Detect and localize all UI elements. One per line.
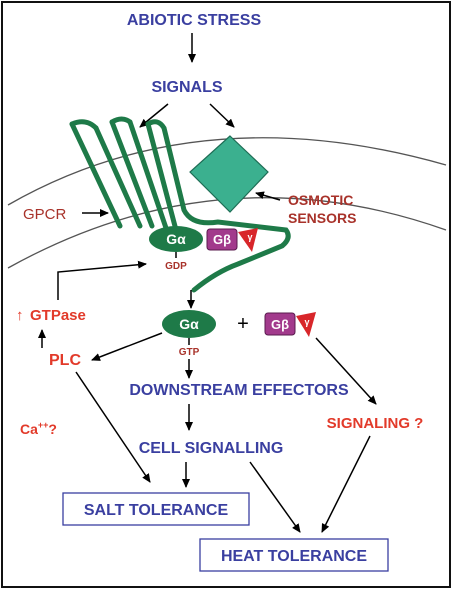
g-beta-free-label: Gβ — [271, 317, 289, 332]
salt-tolerance-label: SALT TOLERANCE — [84, 502, 229, 519]
gtpase-label: GTPase — [30, 307, 86, 324]
arrow-osmotic-label — [255, 191, 281, 201]
signaling-question-label: SIGNALING ? — [327, 415, 424, 432]
signals-label: SIGNALS — [151, 79, 222, 96]
g-alpha-free-icon — [162, 310, 216, 338]
osmotic-sensors-label-line2: SENSORS — [288, 210, 356, 226]
gpcr-receptor-icon — [69, 116, 291, 293]
calcium-label: Ca++? — [20, 420, 57, 437]
arrow-g-alpha-to-plc — [91, 332, 163, 361]
g-gamma-bound-label: γ — [247, 232, 252, 242]
arrow-signals-to-gpcr — [139, 103, 169, 128]
bound-g-protein-complex: Gα Gβ γ GDP — [149, 226, 258, 272]
gtpase-up-arrow-icon: ↑ — [16, 307, 24, 324]
heat-tolerance-label: HEAT TOLERANCE — [221, 548, 367, 565]
cell-signalling-label: CELL SIGNALLING — [139, 440, 284, 457]
arrow-signals-to-sensor — [209, 103, 235, 128]
gdp-label: GDP — [165, 261, 187, 272]
g-beta-bound-label: Gβ — [213, 232, 231, 247]
arrow-cell-signalling-to-heat — [249, 461, 301, 533]
g-gamma-free-label: γ — [304, 317, 309, 327]
arrow-plc-to-salt — [75, 371, 151, 483]
arrow-signaling-to-heat — [321, 435, 371, 533]
arrow-gbg-to-signaling — [315, 337, 377, 405]
g-gamma-bound-icon — [238, 228, 258, 252]
g-beta-bound-icon — [206, 228, 238, 251]
arrow-gtpase-to-gdp — [57, 260, 147, 300]
plc-label: PLC — [49, 352, 81, 369]
g-alpha-bound-icon — [149, 226, 203, 252]
heat-tolerance-box — [199, 538, 389, 572]
g-beta-free-icon — [264, 312, 296, 336]
g-gamma-free-icon — [296, 312, 316, 337]
osmotic-sensor-icon — [189, 135, 269, 213]
g-alpha-bound-label: Gα — [166, 231, 186, 247]
gtp-label: GTP — [179, 347, 200, 358]
downstream-effectors-label: DOWNSTREAM EFFECTORS — [129, 382, 349, 399]
membrane-outer-line — [7, 137, 447, 206]
gpcr-label: GPCR — [23, 206, 67, 223]
g-alpha-free-label: Gα — [179, 316, 199, 332]
osmotic-sensors-label-line1: OSMOTIC — [288, 192, 353, 208]
salt-tolerance-box — [62, 492, 250, 526]
abiotic-stress-label: ABIOTIC STRESS — [127, 12, 262, 29]
plus-sign: + — [237, 313, 249, 335]
